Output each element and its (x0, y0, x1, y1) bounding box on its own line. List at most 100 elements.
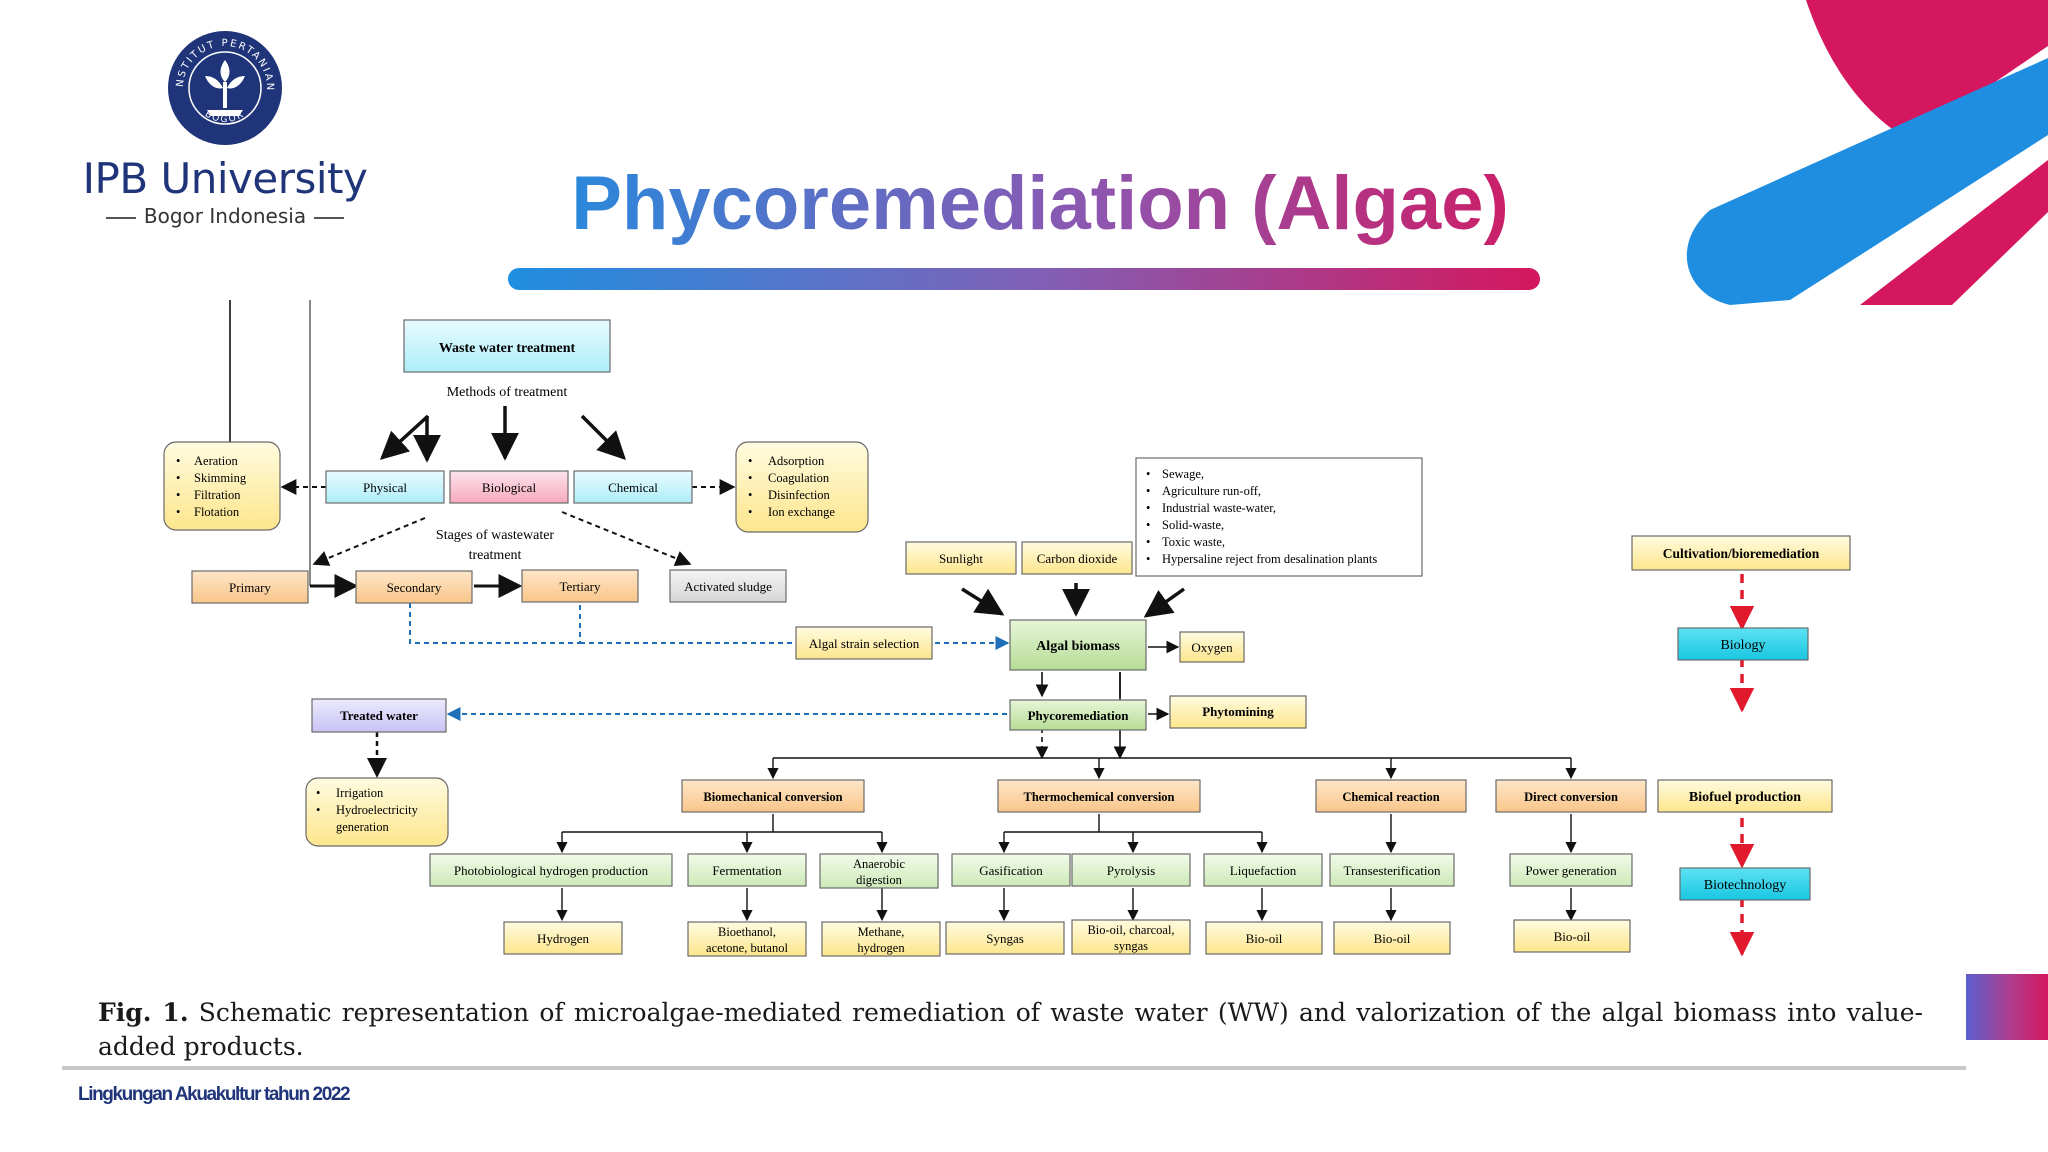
label-biomechanical-conversion: Biomechanical conversion (703, 790, 842, 804)
source-item-3: Industrial waste-water, (1162, 501, 1276, 515)
figure-caption: Fig. 1. Schematic representation of micr… (98, 996, 1923, 1064)
box-power-generation (1509, 853, 1633, 887)
svg-text:•: • (748, 505, 752, 519)
logo-university-name: IPB University (82, 154, 368, 203)
label-liquefaction: Liquefaction (1230, 863, 1297, 878)
page-title: Phycoremediation (Algae) (510, 160, 1570, 247)
decorative-gradient-block (1966, 974, 2048, 1040)
label-anaerobic-2: digestion (856, 873, 903, 887)
box-photobiological-hydrogen (429, 853, 673, 887)
svg-text:•: • (1146, 552, 1150, 566)
box-secondary (355, 570, 473, 604)
box-activated-sludge (669, 569, 787, 603)
label-fermentation: Fermentation (712, 863, 782, 878)
label-biooil-charcoal-2: syngas (1114, 939, 1148, 953)
footer-divider (62, 1066, 1966, 1070)
label-treated-water: Treated water (340, 708, 418, 723)
label-biotechnology: Biotechnology (1704, 878, 1786, 893)
label-bioethanol-1: Bioethanol, (718, 925, 776, 939)
svg-text:•: • (1146, 518, 1150, 532)
label-algal-biomass: Algal biomass (1036, 639, 1120, 654)
box-chemical-methods-list (735, 441, 869, 533)
svg-text:•: • (748, 454, 752, 468)
label-syngas: Syngas (986, 931, 1024, 946)
use-item-2: Hydroelectricity (336, 803, 419, 817)
box-physical (325, 470, 445, 504)
phycoremediation-diagram: Waste water treatment Methods of treatme… (163, 300, 1851, 957)
svg-text:•: • (176, 488, 180, 502)
box-bioethanol (687, 921, 807, 957)
label-methane-2: hydrogen (857, 941, 905, 955)
svg-text:•: • (1146, 467, 1150, 481)
label-biological: Biological (482, 480, 537, 495)
footer-text: Lingkungan Akuakultur tahun 2022 (78, 1084, 351, 1105)
physical-item-2: Skimming (194, 471, 247, 485)
label-power-generation: Power generation (1525, 863, 1617, 878)
label-pyrolysis: Pyrolysis (1107, 863, 1155, 878)
label-oxygen: Oxygen (1191, 640, 1233, 655)
label-chemical-reaction: Chemical reaction (1342, 790, 1439, 804)
label-stages-2: treatment (469, 548, 522, 563)
label-methods-of-treatment: Methods of treatment (447, 385, 568, 400)
svg-text:•: • (1146, 484, 1150, 498)
chemical-item-1: Adsorption (768, 454, 825, 468)
box-biooil-transesterification (1333, 921, 1451, 955)
source-item-6: Hypersaline reject from desalination pla… (1162, 552, 1377, 566)
box-transesterification (1329, 853, 1455, 887)
label-biooil-transesterification: Bio-oil (1374, 931, 1411, 946)
label-algal-strain-selection: Algal strain selection (809, 636, 920, 651)
label-gasification: Gasification (979, 863, 1043, 878)
svg-text:•: • (316, 803, 320, 817)
use-item-3: generation (336, 820, 390, 834)
chemical-item-2: Coagulation (768, 471, 830, 485)
physical-item-3: Filtration (194, 488, 241, 502)
label-carbon-dioxide: Carbon dioxide (1037, 551, 1118, 566)
label-biooil-liquefaction: Bio-oil (1246, 931, 1283, 946)
svg-text:•: • (176, 454, 180, 468)
physical-item-1: Aeration (194, 454, 238, 468)
source-item-2: Agriculture run-off, (1162, 484, 1261, 498)
box-pyrolysis (1071, 853, 1191, 887)
box-treated-water-uses (305, 777, 449, 847)
box-direct-conversion (1495, 779, 1647, 813)
box-biotechnology (1679, 867, 1811, 901)
box-algal-strain-selection (795, 626, 933, 660)
box-waste-water-treatment (403, 319, 611, 373)
source-item-5: Toxic waste, (1162, 535, 1225, 549)
box-biology (1677, 627, 1809, 661)
box-physical-methods-list (163, 441, 281, 531)
box-phycoremediation (1009, 699, 1147, 731)
label-biooil-direct: Bio-oil (1554, 929, 1591, 944)
label-sunlight: Sunlight (939, 551, 983, 566)
label-secondary: Secondary (387, 580, 442, 595)
box-biological (449, 470, 569, 504)
box-chemical (573, 470, 693, 504)
box-oxygen (1179, 631, 1245, 663)
box-hydrogen (503, 921, 623, 955)
caption-text: Schematic representation of microalgae-m… (98, 998, 1923, 1061)
box-primary (191, 570, 309, 604)
box-fermentation (687, 853, 807, 887)
use-item-1: Irrigation (336, 786, 384, 800)
box-phytomining (1169, 695, 1307, 729)
svg-text:•: • (316, 786, 320, 800)
label-transesterification: Transesterification (1344, 863, 1441, 878)
label-anaerobic-1: Anaerobic (853, 857, 906, 871)
chemical-item-3: Disinfection (768, 488, 831, 502)
ipb-logo: INSTITUT PERTANIAN BOGOR IPB University … (75, 28, 375, 228)
label-biology: Biology (1720, 638, 1765, 653)
label-tertiary: Tertiary (560, 579, 601, 594)
box-algal-biomass (1009, 619, 1147, 671)
label-methane-1: Methane, (858, 925, 905, 939)
label-physical: Physical (363, 480, 407, 495)
box-liquefaction (1203, 853, 1323, 887)
box-methane (821, 921, 941, 957)
label-bioethanol-2: acetone, butanol (706, 941, 788, 955)
label-phycoremediation: Phycoremediation (1028, 708, 1130, 723)
label-waste-water-treatment: Waste water treatment (439, 341, 576, 356)
label-biooil-charcoal-1: Bio-oil, charcoal, (1087, 923, 1174, 937)
box-biooil-liquefaction (1205, 921, 1323, 955)
decorative-stripes (1686, 0, 2048, 305)
label-chemical: Chemical (608, 480, 658, 495)
box-tertiary (521, 569, 639, 603)
